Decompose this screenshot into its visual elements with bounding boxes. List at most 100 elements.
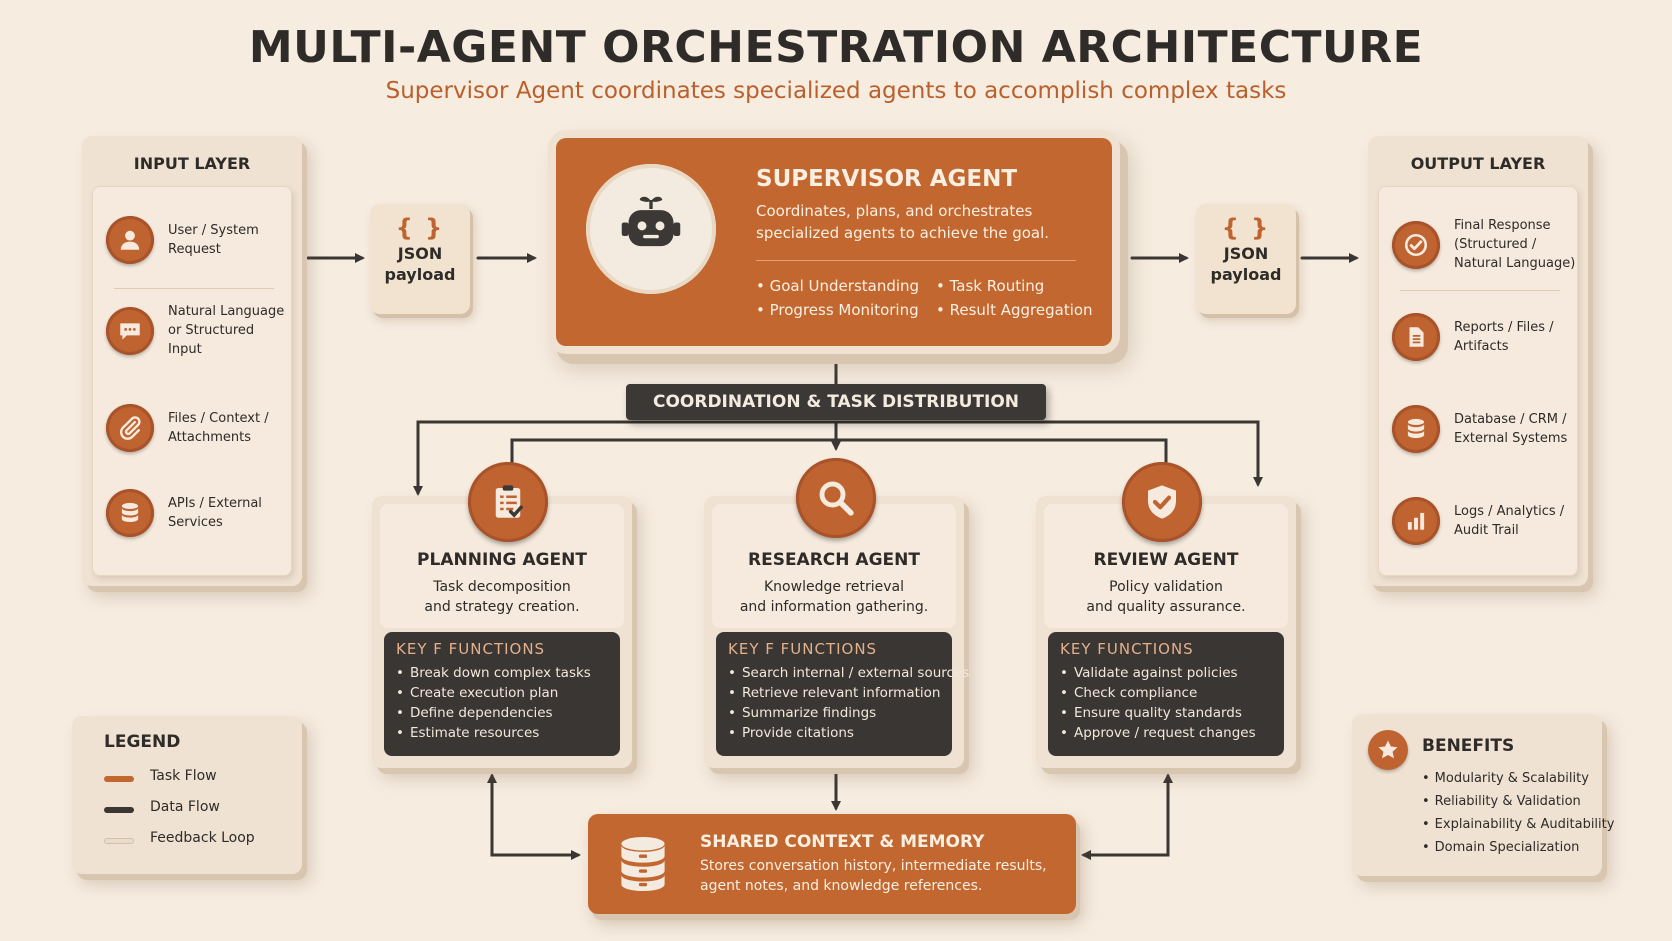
json-payload-output: { } JSON payload bbox=[1196, 204, 1296, 314]
key-function-item: Retrieve relevant information bbox=[728, 684, 941, 703]
json-payload-input: { } JSON payload bbox=[370, 204, 470, 314]
output-item-label: Database / CRM / External Systems bbox=[1454, 412, 1568, 446]
output-layer-list: Final Response (Structured / Natural Lan… bbox=[1378, 186, 1578, 576]
output-item-reports: Reports / Files / Artifacts bbox=[1392, 313, 1578, 361]
research-agent-card: RESEARCH AGENT Knowledge retrieval and i… bbox=[704, 496, 969, 768]
benefit-item: Reliability & Validation bbox=[1422, 791, 1581, 813]
legend-panel: LEGEND Task Flow Data Flow Feedback Loop bbox=[72, 716, 302, 874]
supervisor-capability: • Goal Understanding bbox=[756, 277, 920, 295]
key-functions-title: KEY F FUNCTIONS bbox=[728, 640, 878, 658]
robot-avatar bbox=[586, 164, 716, 294]
page-subtitle: Supervisor Agent coordinates specialized… bbox=[385, 78, 1287, 104]
legend-item-label: Feedback Loop bbox=[150, 830, 255, 846]
benefit-item: Modularity & Scalability bbox=[1422, 768, 1589, 790]
key-function-item: Estimate resources bbox=[396, 724, 539, 743]
json-label-line2: payload bbox=[1210, 265, 1282, 284]
supervisor-capability: • Task Routing bbox=[936, 277, 1045, 295]
benefits-panel: BENEFITS Modularity & Scalability Reliab… bbox=[1352, 714, 1614, 876]
input-item-natural-language: Natural Language or Structured Input bbox=[106, 302, 292, 359]
input-item-label: Natural Language or Structured Input bbox=[168, 304, 285, 357]
database-stack-icon bbox=[621, 837, 665, 891]
supervisor-capability: • Progress Monitoring bbox=[756, 301, 919, 319]
database-icon bbox=[106, 489, 154, 537]
check-circle-icon bbox=[1392, 220, 1440, 269]
benefit-item: Domain Specialization bbox=[1422, 837, 1580, 859]
magnifier-icon bbox=[796, 458, 876, 538]
supervisor-divider bbox=[756, 260, 1076, 261]
divider bbox=[1400, 290, 1560, 291]
agent-description: Knowledge retrieval and information gath… bbox=[739, 579, 929, 615]
legend-item-label: Data Flow bbox=[150, 799, 220, 815]
input-layer-title: INPUT LAYER bbox=[133, 154, 251, 173]
output-item-label: Final Response (Structured / Natural Lan… bbox=[1454, 218, 1576, 271]
key-functions-box: KEY F FUNCTIONS Break down complex tasks… bbox=[384, 632, 620, 756]
legend-item-label: Task Flow bbox=[150, 768, 217, 784]
supervisor-title: SUPERVISOR AGENT bbox=[756, 166, 1018, 192]
key-function-item: Check compliance bbox=[1060, 684, 1197, 703]
agent-title: REVIEW AGENT bbox=[1093, 550, 1239, 570]
key-function-item: Search internal / external sources bbox=[728, 664, 969, 683]
agent-title: PLANNING AGENT bbox=[417, 550, 587, 570]
shared-memory-description: Stores conversation history, intermediat… bbox=[700, 858, 1047, 894]
arrow-to-review bbox=[834, 420, 1263, 487]
key-functions-box: KEY FUNCTIONS Validate against policies … bbox=[1048, 632, 1284, 756]
output-item-label: Logs / Analytics / Audit Trail bbox=[1454, 504, 1565, 538]
key-function-item: Approve / request changes bbox=[1060, 724, 1256, 743]
input-layer-panel: INPUT LAYER User / System Request Natura… bbox=[82, 136, 302, 586]
supervisor-capability: • Result Aggregation bbox=[936, 301, 1093, 319]
input-item-label: User / System Request bbox=[168, 223, 259, 257]
divider bbox=[114, 288, 274, 289]
clipboard-checklist-icon bbox=[468, 462, 548, 542]
legend-swatch-feedback-loop bbox=[104, 838, 134, 844]
input-item-request: User / System Request bbox=[106, 216, 292, 264]
json-label-line1: JSON bbox=[397, 244, 443, 263]
input-item-label: APIs / External Services bbox=[168, 496, 262, 530]
agent-description: Policy validation and quality assurance. bbox=[1086, 579, 1246, 615]
chat-bubble-icon bbox=[106, 306, 154, 355]
supervisor-description: Coordinates, plans, and orchestrates spe… bbox=[756, 202, 1050, 242]
bar-chart-icon bbox=[1392, 497, 1440, 545]
legend-swatch-task-flow bbox=[104, 776, 134, 782]
star-icon bbox=[1368, 730, 1408, 770]
benefits-title: BENEFITS bbox=[1422, 736, 1515, 756]
input-item-files: Files / Context / Attachments bbox=[106, 404, 292, 452]
json-label-line2: payload bbox=[384, 265, 456, 284]
input-layer-list: User / System Request Natural Language o… bbox=[92, 186, 292, 576]
arrow-mid-to-planning bbox=[510, 438, 838, 470]
json-braces-icon: { } bbox=[1221, 214, 1271, 242]
output-layer-panel: OUTPUT LAYER Final Response (Structured … bbox=[1368, 136, 1588, 586]
output-item-label: Reports / Files / Artifacts bbox=[1454, 320, 1554, 354]
agent-title: RESEARCH AGENT bbox=[748, 550, 920, 570]
key-function-item: Provide citations bbox=[728, 724, 854, 743]
document-icon bbox=[1392, 313, 1440, 361]
key-function-item: Create execution plan bbox=[396, 684, 558, 703]
planning-agent-card: PLANNING AGENT Task decomposition and st… bbox=[372, 496, 632, 768]
key-function-item: Validate against policies bbox=[1060, 664, 1238, 683]
output-layer-title: OUTPUT LAYER bbox=[1410, 154, 1546, 173]
key-functions-title: KEY F FUNCTIONS bbox=[396, 640, 546, 658]
shield-check-icon bbox=[1122, 462, 1202, 542]
output-item-logs: Logs / Analytics / Audit Trail bbox=[1392, 497, 1578, 545]
output-item-final-response: Final Response (Structured / Natural Lan… bbox=[1392, 216, 1578, 273]
key-function-item: Summarize findings bbox=[728, 704, 876, 723]
json-braces-icon: { } bbox=[395, 214, 445, 242]
arrow-planning-memory bbox=[490, 776, 581, 860]
key-function-item: Define dependencies bbox=[396, 704, 553, 723]
user-icon bbox=[106, 216, 154, 264]
input-item-apis: APIs / External Services bbox=[106, 489, 292, 537]
legend-title: LEGEND bbox=[104, 732, 181, 752]
key-function-item: Ensure quality standards bbox=[1060, 704, 1242, 723]
shared-memory-card: SHARED CONTEXT & MEMORY Stores conversat… bbox=[588, 814, 1076, 914]
shared-memory-title: SHARED CONTEXT & MEMORY bbox=[700, 832, 985, 852]
page-title: MULTI-AGENT ORCHESTRATION ARCHITECTURE bbox=[248, 22, 1424, 73]
benefit-item: Explainability & Auditability bbox=[1422, 814, 1615, 836]
key-functions-title: KEY FUNCTIONS bbox=[1060, 640, 1194, 658]
coordination-banner: COORDINATION & TASK DISTRIBUTION bbox=[626, 384, 1046, 420]
output-item-database: Database / CRM / External Systems bbox=[1392, 405, 1578, 453]
robot-icon bbox=[621, 196, 681, 247]
arrow-mid-to-review bbox=[834, 438, 1168, 470]
key-function-item: Break down complex tasks bbox=[396, 664, 591, 683]
arrow-review-memory bbox=[1081, 776, 1170, 860]
key-functions-box: KEY F FUNCTIONS Search internal / extern… bbox=[716, 632, 969, 756]
input-item-label: Files / Context / Attachments bbox=[168, 411, 269, 445]
